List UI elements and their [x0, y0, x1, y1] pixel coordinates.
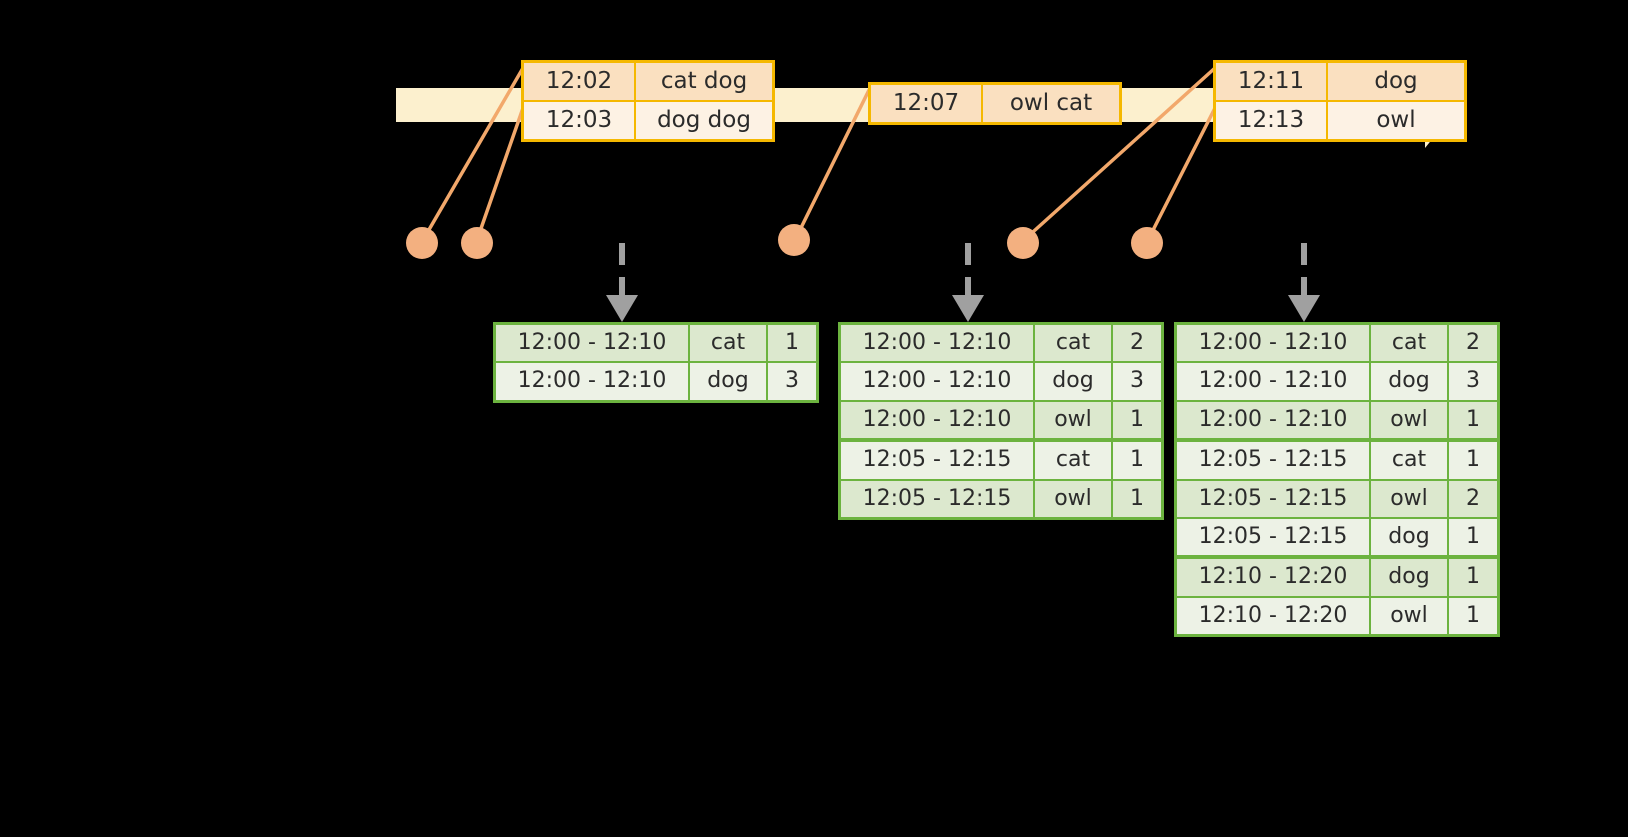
emit-arrow-2	[952, 243, 984, 322]
result-window-cell: 12:05 - 12:15	[1177, 516, 1369, 556]
result-count-cell: 1	[1447, 555, 1497, 596]
event-words-cell: owl	[1328, 100, 1464, 140]
result-word-cell: cat	[1369, 438, 1447, 479]
result-word-cell: owl	[1033, 399, 1111, 439]
connector-line-4	[1022, 66, 1217, 242]
connector-line-5	[1146, 106, 1217, 242]
result-count-cell: 2	[1447, 325, 1497, 362]
processing-dot-1	[406, 227, 438, 259]
result-window-cell: 12:05 - 12:15	[1177, 438, 1369, 479]
result-count-cell: 1	[1111, 438, 1161, 479]
result-count-cell: 1	[1111, 478, 1161, 517]
result-word-cell: dog	[688, 361, 766, 400]
emit-arrows	[606, 243, 1320, 322]
emit-arrow-3	[1288, 243, 1320, 322]
result-word-cell: cat	[688, 325, 766, 362]
result-window-cell: 12:05 - 12:15	[841, 478, 1033, 517]
result-count-cell: 2	[1111, 325, 1161, 362]
result-window-cell: 12:05 - 12:15	[841, 438, 1033, 479]
result-count-cell: 1	[766, 325, 816, 362]
result-count-cell: 1	[1447, 595, 1497, 635]
result-word-cell: owl	[1369, 478, 1447, 517]
event-words-cell: owl cat	[983, 85, 1119, 123]
result-word-cell: cat	[1033, 325, 1111, 362]
result-window-cell: 12:05 - 12:15	[1177, 478, 1369, 517]
processing-dots	[406, 224, 1163, 259]
connector-lines	[421, 66, 1217, 242]
result-window-cell: 12:00 - 12:10	[841, 361, 1033, 400]
result-word-cell: cat	[1369, 325, 1447, 362]
emit-arrow-1	[606, 243, 638, 322]
result-window-cell: 12:00 - 12:10	[1177, 361, 1369, 400]
result-word-cell: owl	[1033, 478, 1111, 517]
event-words-cell: dog	[1328, 63, 1464, 101]
processing-dot-2	[461, 227, 493, 259]
result-word-cell: owl	[1369, 595, 1447, 635]
result-word-cell: dog	[1369, 555, 1447, 596]
result-count-cell: 1	[1447, 516, 1497, 556]
result-word-cell: dog	[1369, 516, 1447, 556]
result-window-cell: 12:00 - 12:10	[841, 399, 1033, 439]
processing-dot-5	[1131, 227, 1163, 259]
result-window-cell: 12:00 - 12:10	[841, 325, 1033, 362]
event-time-cell: 12:11	[1216, 63, 1328, 101]
result-word-cell: cat	[1033, 438, 1111, 479]
result-count-cell: 1	[1447, 438, 1497, 479]
event-time-cell: 12:13	[1216, 100, 1328, 140]
event-time-cell: 12:02	[524, 63, 636, 101]
event-words-cell: cat dog	[636, 63, 772, 101]
event-time-cell: 12:03	[524, 100, 636, 140]
result-count-cell: 1	[1447, 399, 1497, 439]
result-count-cell: 3	[766, 361, 816, 400]
result-window-cell: 12:00 - 12:10	[496, 325, 688, 362]
result-window-cell: 12:00 - 12:10	[1177, 325, 1369, 362]
connector-line-2	[475, 106, 525, 242]
result-window-cell: 12:10 - 12:20	[1177, 555, 1369, 596]
connector-line-3	[793, 88, 871, 242]
result-window-cell: 12:00 - 12:10	[496, 361, 688, 400]
result-count-cell: 2	[1447, 478, 1497, 517]
result-window-cell: 12:10 - 12:20	[1177, 595, 1369, 635]
event-words-cell: dog dog	[636, 100, 772, 140]
connector-line-1	[421, 66, 525, 242]
result-word-cell: owl	[1369, 399, 1447, 439]
result-count-cell: 3	[1111, 361, 1161, 400]
result-word-cell: dog	[1369, 361, 1447, 400]
processing-dot-3	[778, 224, 810, 256]
result-count-cell: 1	[1111, 399, 1161, 439]
processing-dot-4	[1007, 227, 1039, 259]
result-window-cell: 12:00 - 12:10	[1177, 399, 1369, 439]
event-time-cell: 12:07	[871, 85, 983, 123]
result-count-cell: 3	[1447, 361, 1497, 400]
result-word-cell: dog	[1033, 361, 1111, 400]
